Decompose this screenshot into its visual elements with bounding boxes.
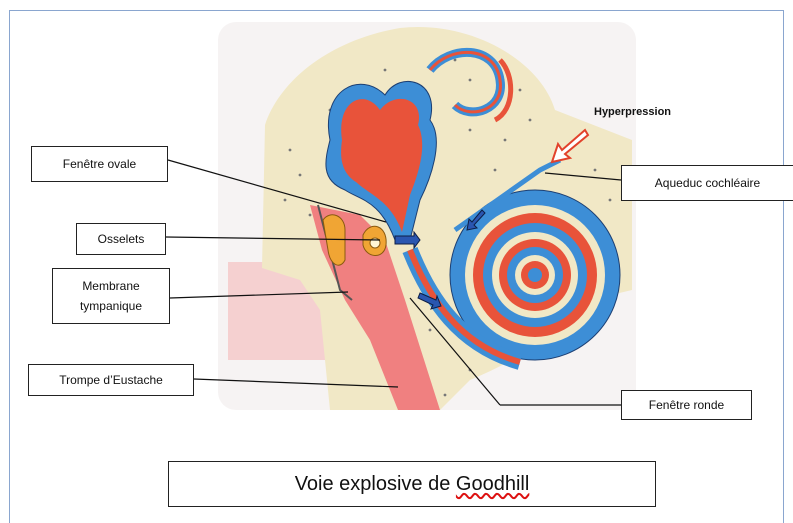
label-trompe-eustache: Trompe d’Eustache: [28, 364, 194, 396]
label-membrane-tympanique: Membrane tympanique: [52, 268, 170, 324]
label-aqueduc-cochleaire: Aqueduc cochléaire: [621, 165, 793, 201]
label-membrane-line1: Membrane: [82, 276, 139, 296]
label-fenetre-ronde: Fenêtre ronde: [621, 390, 752, 420]
label-trompe-eustache-text: Trompe d’Eustache: [59, 369, 163, 391]
figure-title: Voie explosive de Goodhill: [168, 461, 656, 507]
label-fenetre-ronde-text: Fenêtre ronde: [649, 394, 724, 416]
label-osselets: Osselets: [76, 223, 166, 255]
figure-title-prefix: Voie explosive de: [295, 473, 456, 496]
label-fenetre-ovale: Fenêtre ovale: [31, 146, 168, 182]
label-hyperpression: Hyperpression: [594, 106, 671, 118]
label-fenetre-ovale-text: Fenêtre ovale: [63, 153, 136, 175]
label-osselets-text: Osselets: [98, 228, 145, 250]
label-membrane-line2: tympanique: [80, 296, 142, 316]
label-aqueduc-cochleaire-text: Aqueduc cochléaire: [655, 172, 760, 194]
figure-title-word: Goodhill: [456, 473, 529, 496]
